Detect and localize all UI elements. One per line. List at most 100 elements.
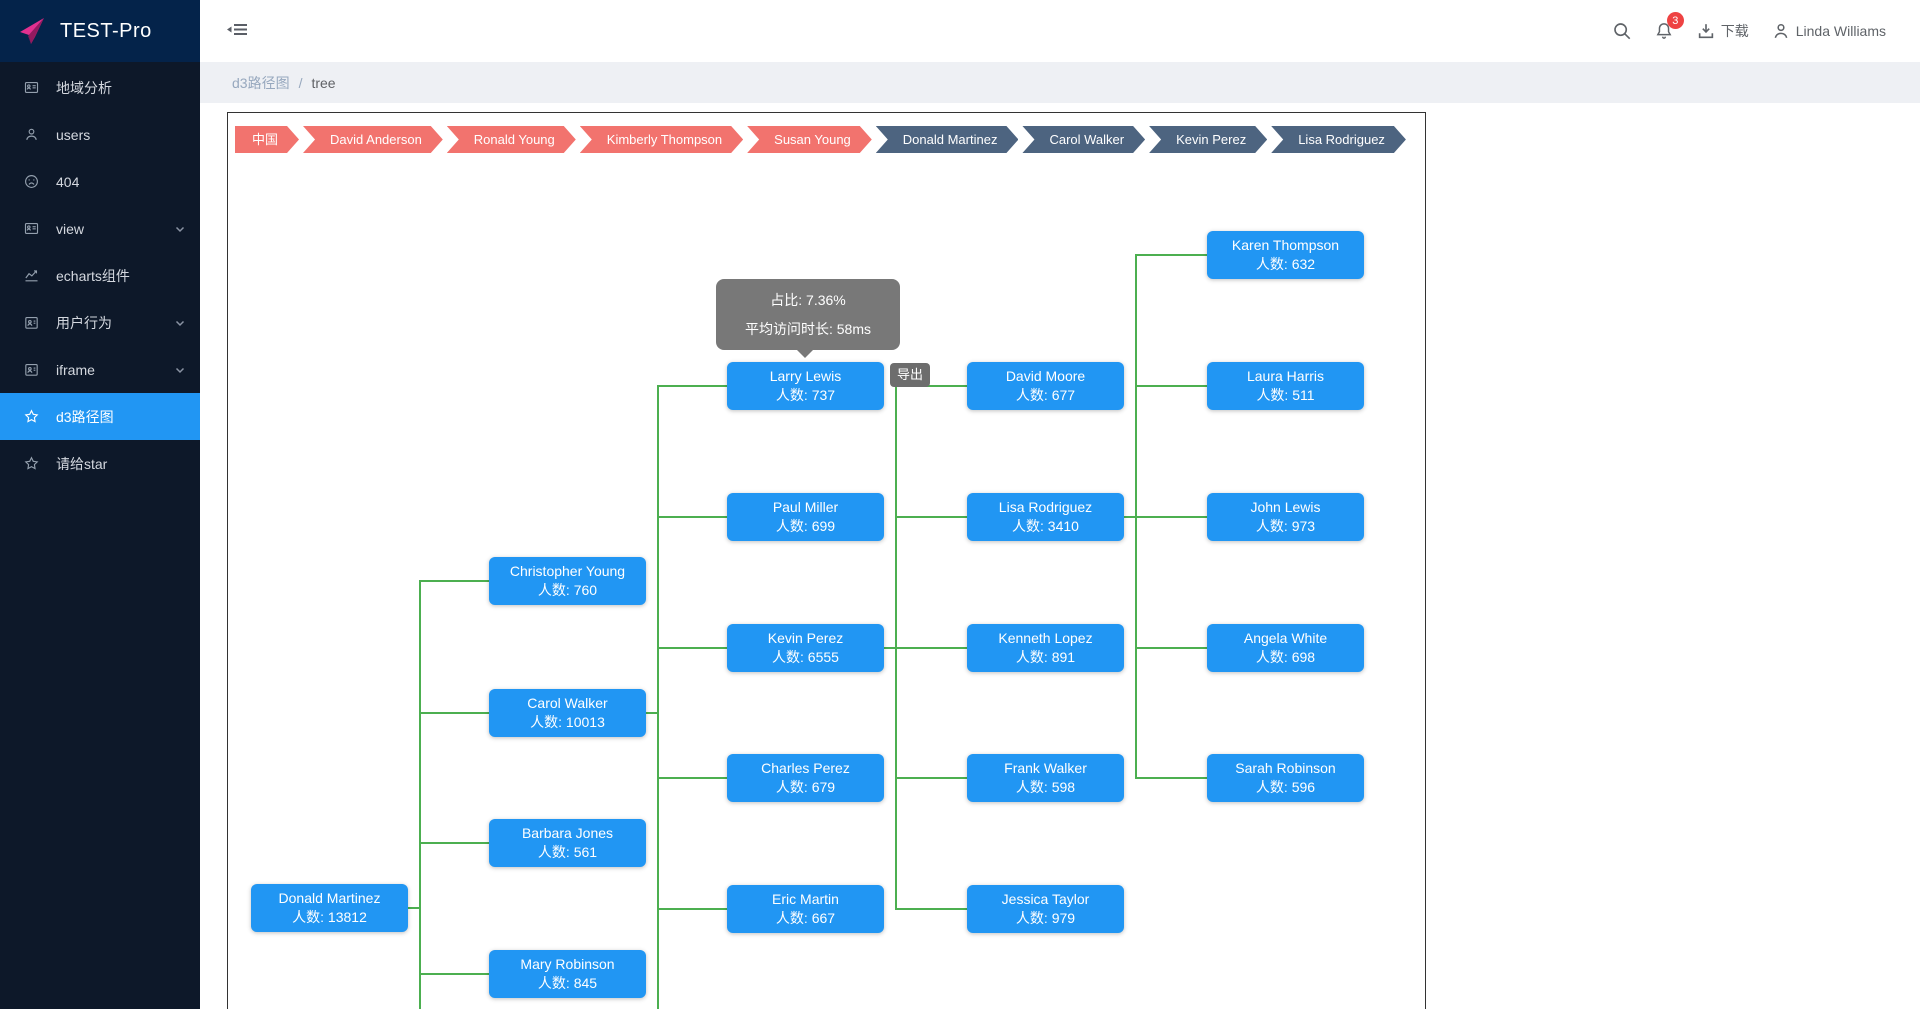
sidebar-item-label: view [56,220,85,237]
node-count: 人数: 845 [537,975,598,991]
sidebar-item-请给star[interactable]: 请给star [0,440,200,487]
tree-node-Barbara Jones[interactable]: Barbara Jones人数: 561 [489,819,646,867]
tree-node-Christopher Young[interactable]: Christopher Young 人数: 760 [489,557,646,605]
node-name: Kenneth Lopez [998,630,1093,646]
tree-node-Frank Walker[interactable]: Frank Walker人数: 598 [967,754,1124,802]
tree-link [408,907,420,909]
tree-node-Angela White[interactable]: Angela White人数: 698 [1207,624,1364,672]
breadcrumb: d3路径图 / tree [200,62,1920,103]
breadcrumb-parent[interactable]: d3路径图 [232,74,290,91]
tree-node-Lisa Rodriguez[interactable]: Lisa Rodriguez人数: 3410 [967,493,1124,541]
tree-node-John Lewis[interactable]: John Lewis人数: 973 [1207,493,1364,541]
sidebar-item-label: iframe [56,361,95,378]
sidebar-item-地域分析[interactable]: 地域分析 [0,64,200,111]
tree-node-Kenneth Lopez[interactable]: Kenneth Lopez人数: 891 [967,624,1124,672]
tree-link [1136,516,1207,518]
sidebar-item-echarts组件[interactable]: echarts组件 [0,252,200,299]
export-button[interactable]: 导出 [890,363,931,387]
node-count: 人数: 979 [1015,910,1076,926]
sad-face-icon [23,173,41,191]
tree-node-Mary Robinson[interactable]: Mary Robinson人数: 845 [489,950,646,998]
tree-link [1136,385,1207,387]
node-name: Christopher Young [509,563,626,579]
sidebar-item-label: 404 [56,173,80,190]
paper-plane-logo-icon [16,14,50,48]
tree-node-Jessica Taylor[interactable]: Jessica Taylor人数: 979 [967,885,1124,933]
tree-node-Kevin Perez[interactable]: Kevin Perez人数: 6555 [727,624,884,672]
user-icon [1771,21,1791,41]
path-chain-item-中国[interactable]: 中国 [235,126,299,153]
path-chain-item-Kimberly Thompson[interactable]: Kimberly Thompson [580,126,743,153]
path-chain-item-David Anderson[interactable]: David Anderson [303,126,443,153]
sidebar-item-users[interactable]: users [0,111,200,158]
notifications-bell[interactable]: 3 [1654,12,1684,41]
node-name: Carol Walker [527,695,608,711]
tree-node-Sarah Robinson[interactable]: Sarah Robinson人数: 596 [1207,754,1364,802]
sidebar-item-iframe[interactable]: iframe [0,346,200,393]
tree-link [657,385,659,1009]
download-button[interactable]: 下载 [1696,21,1749,41]
breadcrumb-current: tree [311,74,336,91]
sidebar-item-view[interactable]: view [0,205,200,252]
download-label: 下载 [1720,23,1749,39]
node-name: Kevin Perez [767,630,844,646]
sidebar-item-用户行为[interactable]: 用户行为 [0,299,200,346]
node-name: Charles Perez [761,760,850,776]
sidebar-item-label: 请给star [56,455,108,472]
node-name: Donald Martinez [278,890,381,906]
top-header: 3 下载 Linda [200,0,1920,62]
tooltip-arrow [796,349,814,358]
tree-node-Eric Martin[interactable]: Eric Martin人数: 667 [727,885,884,933]
logo[interactable]: TEST-Pro [0,0,200,62]
tree-node-Donald Martinez[interactable]: Donald Martinez 人数: 13812 [251,884,408,932]
sidebar-collapse-icon[interactable] [226,20,248,42]
tree-link [658,516,727,518]
tree-link [1124,516,1136,518]
search-icon[interactable] [1612,21,1632,41]
sidebar-item-label: d3路径图 [56,408,114,425]
tree-link [896,385,967,387]
path-chain-item-Ronald Young[interactable]: Ronald Young [447,126,576,153]
path-chain-item-Carol Walker[interactable]: Carol Walker [1022,126,1145,153]
node-count: 人数: 760 [537,582,598,598]
node-count: 人数: 679 [775,779,836,795]
node-count: 人数: 698 [1255,649,1316,665]
tooltip-share: 占比: 7.36% [770,292,846,308]
tree-link [896,516,967,518]
tree-link [896,777,967,779]
download-icon [1696,21,1716,41]
user-menu[interactable]: Linda Williams [1771,21,1886,41]
sidebar-item-404[interactable]: 404 [0,158,200,205]
header-actions: 3 下载 Linda [1612,0,1886,62]
tree-link [1136,647,1207,649]
star-icon [23,408,41,426]
id-card-icon [23,220,41,238]
tree-node-David Moore[interactable]: David Moore人数: 677 [967,362,1124,410]
node-count: 人数: 667 [775,910,836,926]
node-count: 人数: 10013 [530,714,605,730]
tree-node-Laura Harris[interactable]: Laura Harris人数: 511 [1207,362,1364,410]
path-chain-item-Susan Young[interactable]: Susan Young [747,126,872,153]
tree-node-Charles Perez[interactable]: Charles Perez 人数: 679 [727,754,884,802]
chevron-down-icon [174,364,186,376]
node-name: Barbara Jones [521,825,614,841]
breadcrumb-separator: / [298,74,303,91]
path-chain-item-Kevin Perez[interactable]: Kevin Perez [1149,126,1267,153]
path-chain-item-Lisa Rodriguez[interactable]: Lisa Rodriguez [1271,126,1406,153]
tree-node-Paul Miller[interactable]: Paul Miller人数: 699 [727,493,884,541]
node-name: David Moore [1005,368,1086,384]
tree-link [420,973,489,975]
tree-node-Karen Thompson[interactable]: Karen Thompson人数: 632 [1207,231,1364,279]
sidebar-item-d3路径图[interactable]: d3路径图 [0,393,200,440]
tree-node-Larry Lewis[interactable]: Larry Lewis人数: 737 [727,362,884,410]
tree-link [420,712,489,714]
username: Linda Williams [1795,23,1886,39]
tree-node-Carol Walker[interactable]: Carol Walker 人数: 10013 [489,689,646,737]
node-name: Larry Lewis [769,368,842,384]
path-chain-item-Donald Martinez[interactable]: Donald Martinez [876,126,1019,153]
tree-link [658,908,727,910]
node-count: 人数: 13812 [292,909,367,925]
node-name: Paul Miller [772,499,839,515]
